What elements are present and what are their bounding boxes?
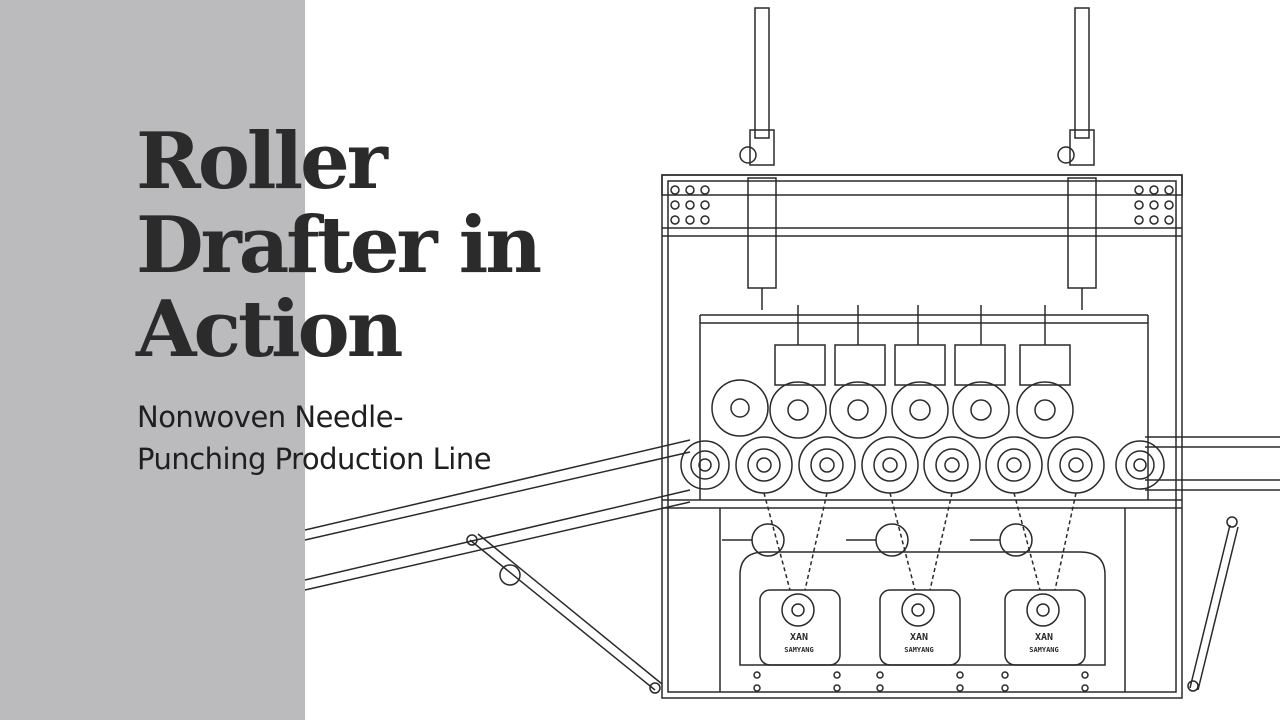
- upper-roller-row: [711, 305, 1074, 439]
- gearbox-left-label: XAN: [790, 632, 808, 643]
- slide-subtitle: Nonwoven Needle- Punching Production Lin…: [137, 396, 492, 480]
- inlet-conveyor: [304, 439, 691, 591]
- gearbox-right-label: XAN: [1035, 632, 1053, 643]
- support-strut-left: [466, 533, 663, 694]
- gearbox-middle: [879, 589, 961, 666]
- top-crossbar: [661, 174, 1183, 237]
- gearbox-right-sublabel: SAMYANG: [1029, 646, 1059, 654]
- subtitle-line: Nonwoven Needle-: [137, 400, 404, 434]
- title-line: Drafter in: [136, 200, 542, 291]
- title-line: Action: [136, 284, 403, 375]
- support-strut-right: [1187, 516, 1239, 692]
- gearbox-bay: [739, 551, 1106, 666]
- lifting-cylinder-right: [1057, 7, 1097, 310]
- chain-tensioners: [722, 492, 1077, 591]
- base-bolts: [753, 671, 1089, 692]
- title-line: Roller: [136, 116, 388, 207]
- lifting-cylinder-left: [739, 7, 777, 310]
- lower-roller-row: [680, 436, 1165, 494]
- gearbox-middle-label: XAN: [910, 632, 928, 643]
- subtitle-line: Punching Production Line: [137, 442, 492, 476]
- side-panel: [0, 0, 305, 720]
- outlet-conveyor: [1145, 436, 1280, 491]
- gearbox-label-text: XAN SAMYANG XAN SAMYANG XAN SAMYANG: [784, 632, 1059, 654]
- machine-frame: [661, 174, 1183, 699]
- gearbox-left-sublabel: SAMYANG: [784, 646, 814, 654]
- gearbox-left: [759, 589, 841, 666]
- gearbox-middle-sublabel: SAMYANG: [904, 646, 934, 654]
- gearbox-right: [1004, 589, 1086, 666]
- slide-title: Roller Drafter in Action: [136, 116, 542, 375]
